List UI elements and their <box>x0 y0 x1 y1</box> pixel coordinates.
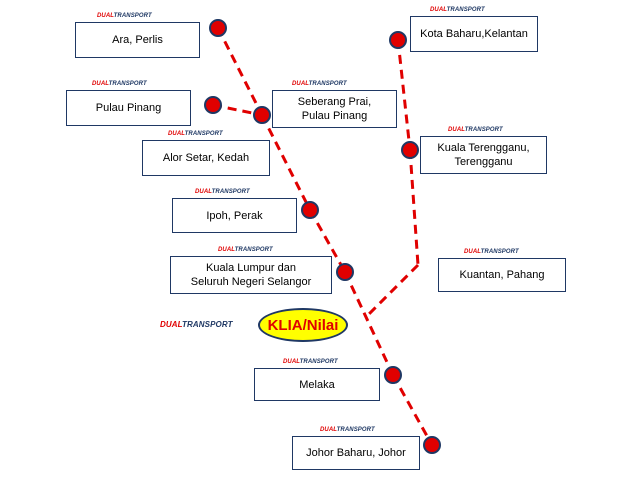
stop-ara <box>209 19 227 37</box>
brand-label: DUALTRANSPORT <box>218 247 273 253</box>
route-west-3 <box>308 209 347 273</box>
route-east-2 <box>408 149 420 266</box>
location-johor-bahru: Johor Baharu, Johor <box>292 436 420 470</box>
brand-label: DUALTRANSPORT <box>195 189 250 195</box>
brand-label: DUALTRANSPORT <box>430 7 485 13</box>
location-kota-bharu: Kota Baharu,Kelantan <box>410 16 538 52</box>
brand-label: DUALTRANSPORT <box>464 249 519 255</box>
stop-kota-bharu <box>389 31 407 49</box>
stop-melaka <box>384 366 402 384</box>
location-label: Pulau Pinang <box>95 102 162 114</box>
brand-label: DUALTRANSPORT <box>97 13 152 19</box>
location-label: Melaka <box>299 378 335 391</box>
location-label: Kuala Terengganu, Terengganu <box>437 142 530 168</box>
location-kuala-terengganu: Kuala Terengganu, Terengganu <box>420 136 547 174</box>
route-east-1 <box>396 39 412 151</box>
location-kuantan: Kuantan, Pahang <box>438 258 566 292</box>
hub-label: KLIA/Nilai <box>267 316 339 334</box>
location-label: Ara, Perlis <box>112 34 163 46</box>
location-ipoh: Ipoh, Perak <box>172 198 297 233</box>
route-west-4 <box>343 271 395 376</box>
brand-label: DUALTRANSPORT <box>320 427 375 433</box>
location-label: Kuantan, Pahang <box>459 269 545 281</box>
location-pulau-pinang: Pulau Pinang <box>66 90 191 126</box>
location-melaka: Melaka <box>254 368 380 401</box>
route-east-3 <box>363 263 420 320</box>
stop-pulau-pinang <box>204 96 222 114</box>
location-label: Seberang Prai, Pulau Pinang <box>297 96 372 122</box>
hub-klia-nilai: KLIA/Nilai <box>258 308 348 342</box>
location-label: Johor Baharu, Johor <box>306 447 406 459</box>
brand-label: DUALTRANSPORT <box>448 127 503 133</box>
stop-kuala-lumpur <box>336 263 354 281</box>
location-seberang-prai: Seberang Prai, Pulau Pinang <box>272 90 397 128</box>
hub-brand-label: DUALTRANSPORT <box>160 320 233 329</box>
location-label: Alor Setar, Kedah <box>162 152 250 164</box>
stop-ipoh <box>301 201 319 219</box>
route-west-2 <box>260 114 312 211</box>
location-kuala-lumpur: Kuala Lumpur dan Seluruh Negeri Selangor <box>170 256 332 294</box>
stop-seberang-prai <box>253 106 271 124</box>
brand-label: DUALTRANSPORT <box>92 81 147 87</box>
stop-johor-bahru <box>423 436 441 454</box>
location-alor-setar: Alor Setar, Kedah <box>142 140 270 176</box>
location-label: Kuala Lumpur dan Seluruh Negeri Selangor <box>190 262 312 288</box>
brand-label: DUALTRANSPORT <box>283 359 338 365</box>
route-west-5 <box>391 374 434 446</box>
location-label: Kota Baharu,Kelantan <box>420 28 528 40</box>
route-west-1 <box>216 27 264 116</box>
location-ara-perlis: Ara, Perlis <box>75 22 200 58</box>
location-label: Ipoh, Perak <box>206 209 263 222</box>
brand-label: DUALTRANSPORT <box>168 131 223 137</box>
brand-label: DUALTRANSPORT <box>292 81 347 87</box>
stop-kuala-terengganu <box>401 141 419 159</box>
